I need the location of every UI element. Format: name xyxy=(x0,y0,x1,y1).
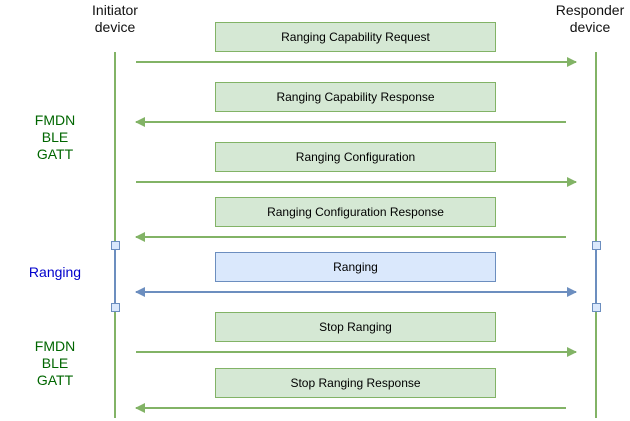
message-label: Ranging Capability Request xyxy=(281,30,430,44)
initiator-ranging-start-marker xyxy=(111,241,120,250)
message-label: Stop Ranging Response xyxy=(290,376,421,390)
responder-device-label: Responder device xyxy=(550,2,630,36)
initiator-ranging-end-marker xyxy=(111,303,120,312)
message-label: Stop Ranging xyxy=(319,320,392,334)
phase-gatt-line: GATT xyxy=(36,146,74,162)
message-stop-ranging: Stop Ranging xyxy=(215,312,496,342)
phase-gatt-line: GATT xyxy=(36,372,74,388)
responder-label-line2: device xyxy=(569,19,611,35)
message-ranging-configuration: Ranging Configuration xyxy=(215,142,496,172)
message-label: Ranging Configuration xyxy=(295,150,416,164)
message-label: Ranging Capability Response xyxy=(276,90,435,104)
initiator-device-label: Initiator device xyxy=(75,2,155,36)
message-stop-ranging-response: Stop Ranging Response xyxy=(215,368,496,398)
initiator-label-line2: device xyxy=(94,19,136,35)
phase-label-fmdn-top: FMDN BLE GATT xyxy=(20,112,90,163)
phase-fmdn-line: FMDN xyxy=(34,112,76,128)
message-ranging-capability-response: Ranging Capability Response xyxy=(215,82,496,112)
phase-ble-line: BLE xyxy=(41,129,69,145)
phase-label-ranging: Ranging xyxy=(15,264,95,281)
message-ranging-capability-request: Ranging Capability Request xyxy=(215,22,496,52)
phase-fmdn-line: FMDN xyxy=(34,338,76,354)
message-label: Ranging xyxy=(333,260,378,274)
message-ranging-configuration-response: Ranging Configuration Response xyxy=(215,197,496,227)
message-label: Ranging Configuration Response xyxy=(267,205,444,219)
responder-label-line1: Responder xyxy=(555,2,625,18)
phase-ble-line: BLE xyxy=(41,355,69,371)
initiator-label-line1: Initiator xyxy=(92,2,138,18)
responder-ranging-start-marker xyxy=(592,241,601,250)
responder-ranging-end-marker xyxy=(592,303,601,312)
phase-ranging-line: Ranging xyxy=(28,264,82,280)
phase-label-fmdn-bottom: FMDN BLE GATT xyxy=(20,338,90,389)
message-ranging: Ranging xyxy=(215,252,496,282)
